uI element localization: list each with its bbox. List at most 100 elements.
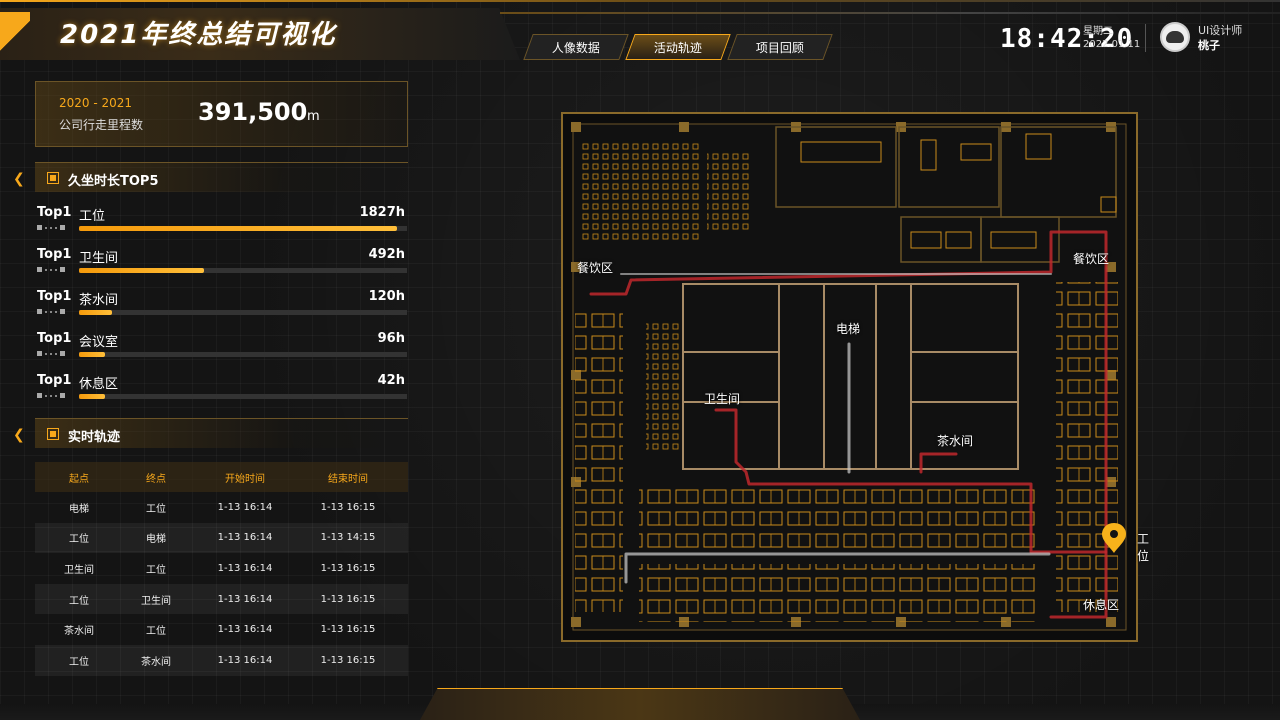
rank-progress-track (79, 268, 407, 273)
col-end-time: 结束时间 (328, 473, 368, 485)
rank-progress-track (79, 226, 407, 231)
map-label-restroom[interactable]: 卫生间 (704, 392, 741, 406)
cell-end: 茶水间 (141, 656, 171, 668)
floor-plan-svg (561, 112, 1138, 642)
rank-place: 工位 (79, 209, 106, 224)
rank-place: 茶水间 (79, 293, 119, 308)
rank-hours: 1827h (359, 205, 405, 220)
mileage-label: 公司行走里程数 (59, 118, 144, 132)
desk-row-1 (639, 484, 1039, 554)
tab-project-review[interactable]: 项目回顾 (727, 34, 833, 60)
tab-label: 人像数据 (551, 40, 600, 55)
tab-label: 项目回顾 (755, 40, 804, 55)
date: 2022.01.11 (1083, 39, 1141, 50)
rank-progress-fill (79, 268, 204, 273)
cell-end: 卫生间 (141, 595, 171, 607)
top5-title: 久坐时长TOP5 (68, 174, 159, 189)
cell-start-time: 1-13 16:14 (217, 562, 273, 574)
auditorium-seats-2 (707, 152, 749, 232)
header-top-line (0, 0, 1280, 2)
core-walls (682, 283, 1019, 470)
rank-progress-track (79, 310, 407, 315)
mileage-value: 391,500 (198, 98, 308, 126)
map-label-tea-room[interactable]: 茶水间 (937, 434, 974, 448)
rank-progress-fill (79, 394, 106, 399)
cell-end-time: 1-13 16:15 (320, 501, 376, 513)
title-accent (0, 12, 30, 60)
location-pin-icon (1102, 523, 1126, 553)
map-label-dining-left[interactable]: 餐饮区 (577, 261, 614, 275)
route-red-2 (714, 408, 1108, 554)
routes (589, 230, 1108, 619)
avatar[interactable] (1160, 22, 1190, 52)
cell-start-time: 1-13 16:14 (217, 654, 273, 666)
tab-activity-track[interactable]: 活动轨迹 (625, 34, 731, 60)
clock: 18:42:20 (1000, 24, 1134, 54)
rank-label: Top1 (37, 373, 72, 388)
cell-end-time: 1-13 16:15 (320, 593, 376, 605)
rank-hours: 492h (368, 247, 405, 262)
rank-label: Top1 (37, 247, 72, 262)
cell-end-time: 1-13 14:15 (320, 532, 376, 544)
tracks-section-header: ❮ 实时轨迹 (13, 418, 408, 448)
chevron-left-icon[interactable]: ❮ (13, 427, 25, 443)
meeting-tables (800, 133, 1117, 249)
cell-end: 工位 (146, 503, 166, 515)
rank-dots-icon (37, 309, 65, 314)
rank-progress-fill (79, 352, 106, 357)
rank-progress-fill (79, 226, 398, 231)
footer-bar (420, 688, 860, 720)
map-label-elevator[interactable]: 电梯 (836, 322, 861, 336)
chevron-left-icon[interactable]: ❮ (13, 171, 25, 187)
cell-start: 卫生间 (64, 564, 94, 576)
cell-start: 工位 (69, 656, 89, 668)
tab-portrait-data[interactable]: 人像数据 (523, 34, 629, 60)
square-bullet-icon (47, 428, 59, 440)
header: 2021年终总结可视化 人像数据 活动轨迹 项目回顾 18:42:20 星期二 … (0, 0, 1280, 64)
col-start: 起点 (69, 473, 89, 485)
rank-hours: 120h (368, 289, 405, 304)
table-header: 起点 终点 开始时间 结束时间 (35, 462, 408, 492)
left-meeting-area (646, 322, 680, 452)
map-label-rest-area[interactable]: 休息区 (1083, 598, 1120, 612)
cell-start: 工位 (69, 595, 89, 607)
cell-start: 电梯 (69, 503, 89, 515)
cell-start-time: 1-13 16:14 (217, 624, 273, 636)
left-desk-cluster (575, 312, 623, 612)
user-block: UI设计师 桃子 (1198, 23, 1242, 53)
floor-map[interactable]: 餐饮区 餐饮区 电梯 卫生间 茶水间 工位 休息区 (561, 112, 1149, 642)
right-desk-cluster (1056, 282, 1118, 612)
top5-section-header: ❮ 久坐时长TOP5 (13, 162, 408, 192)
col-start-time: 开始时间 (225, 473, 265, 485)
map-label-workstation[interactable]: 工位 (1137, 532, 1150, 563)
rank-dots-icon (37, 393, 65, 398)
cell-end: 工位 (146, 564, 166, 576)
top-tabs: 人像数据 活动轨迹 项目回顾 (523, 34, 833, 60)
route-white-1 (624, 552, 1051, 584)
header-frame-line (500, 12, 1280, 14)
cell-start: 茶水间 (64, 626, 94, 638)
cell-end: 电梯 (146, 534, 166, 546)
col-end: 终点 (146, 473, 166, 485)
rank-dots-icon (37, 225, 65, 230)
user-name: 桃子 (1198, 39, 1220, 52)
page-title: 2021年终总结可视化 (60, 20, 337, 50)
rank-progress-track (79, 394, 407, 399)
rank-place: 休息区 (79, 377, 119, 392)
cell-end-time: 1-13 16:15 (320, 624, 376, 636)
weekday: 星期二 (1083, 26, 1113, 37)
map-label-dining-right[interactable]: 餐饮区 (1073, 252, 1110, 266)
tracks-title: 实时轨迹 (68, 430, 121, 445)
top-room-walls (775, 126, 1117, 263)
